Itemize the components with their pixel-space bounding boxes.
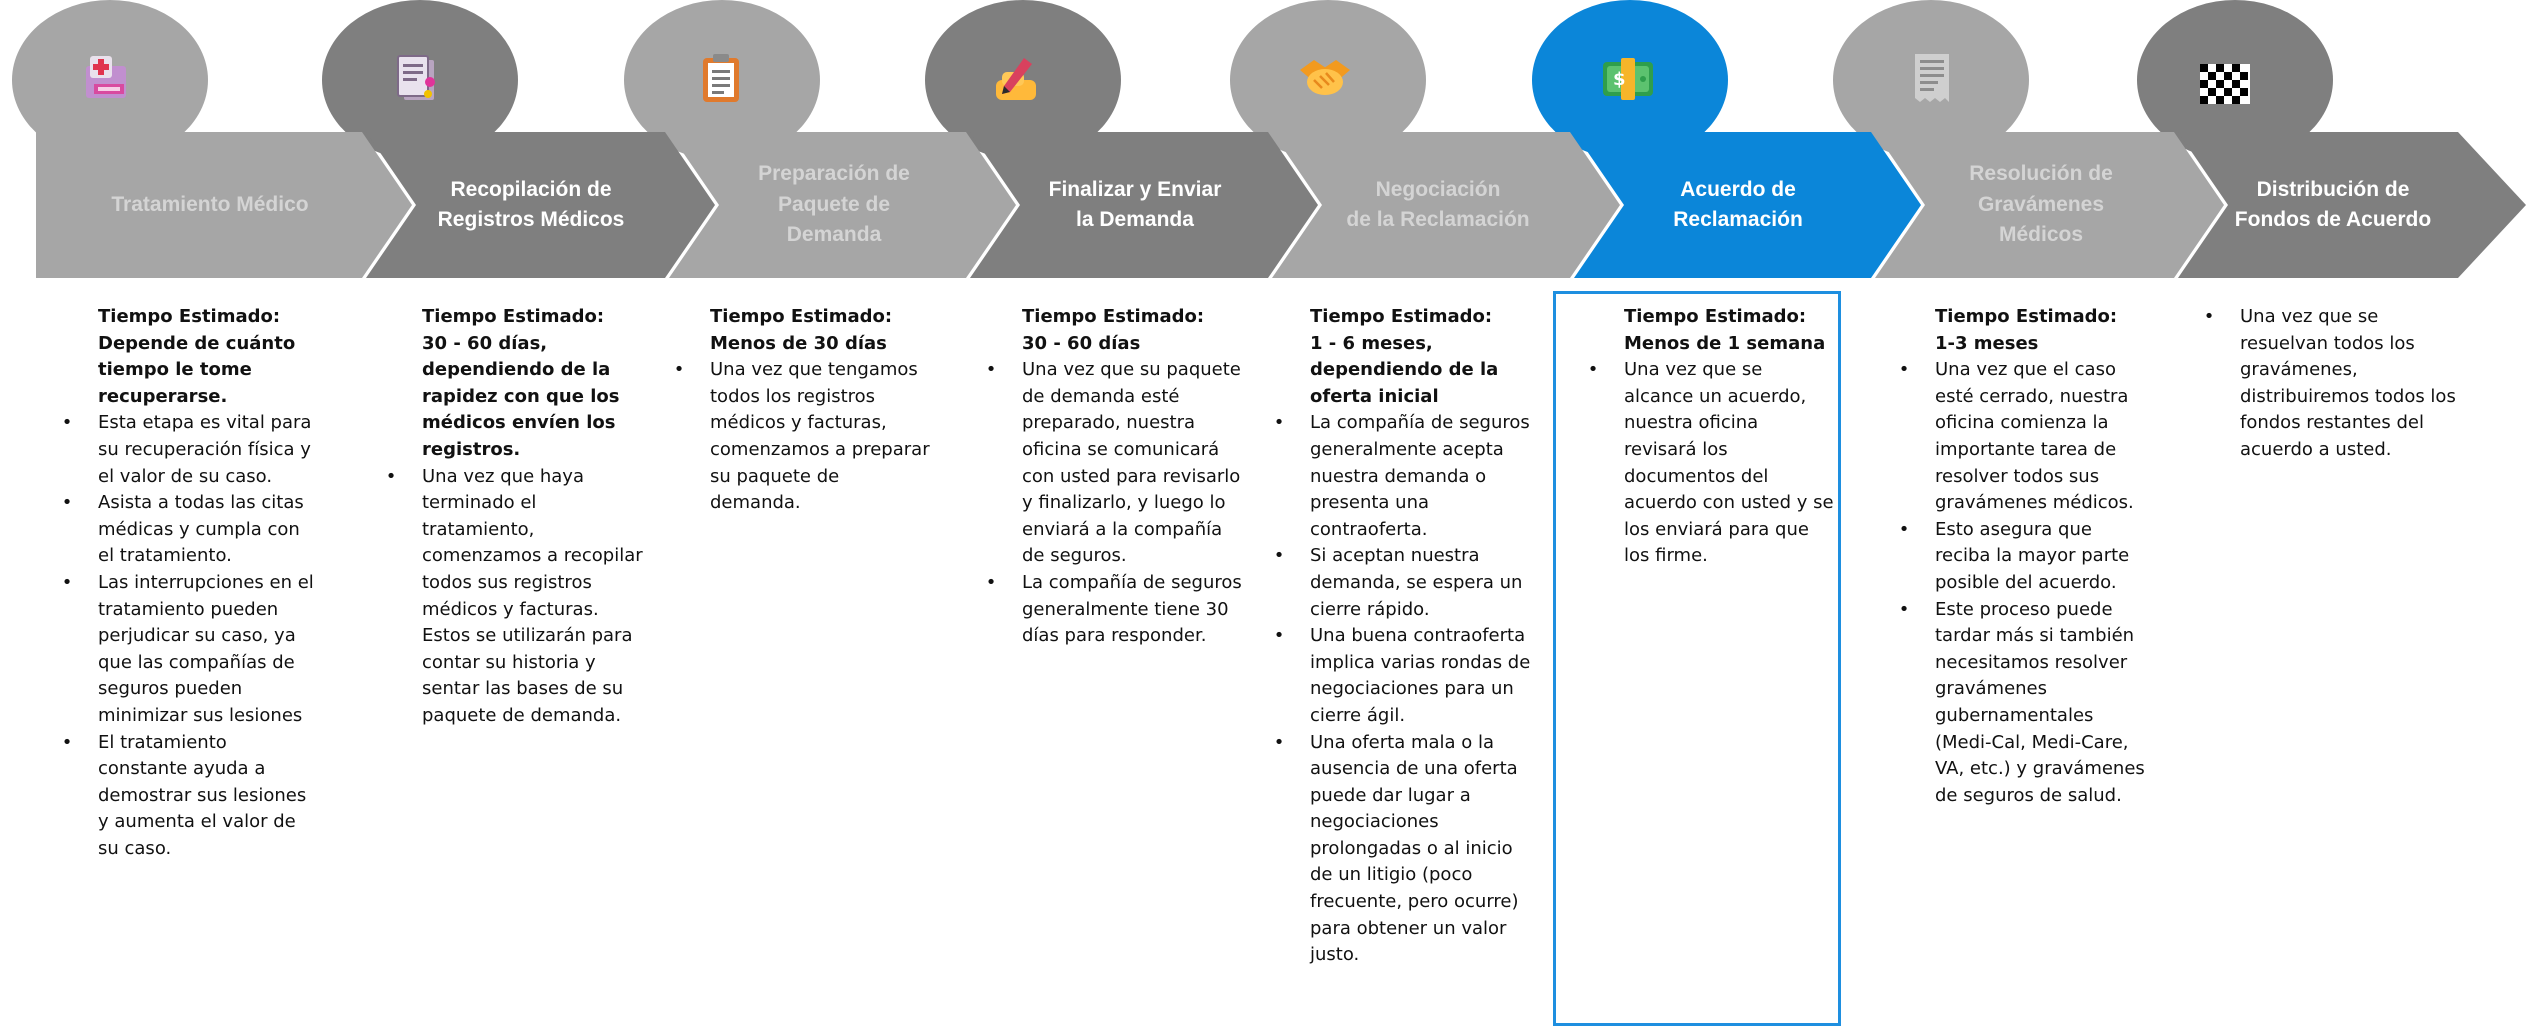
checkered-flag-icon bbox=[2200, 64, 2250, 104]
clipboard-icon bbox=[703, 54, 739, 102]
handshake-icon bbox=[1300, 60, 1350, 95]
list-item: Una vez que se alcance un acuerdo, nuest… bbox=[1583, 357, 1836, 570]
stage-2-title: Recopilación de Registros Médicos bbox=[437, 177, 625, 231]
stage-8-chevron bbox=[2178, 132, 2526, 278]
stage-1-chevron bbox=[36, 132, 412, 278]
stage-1-time-value: Depende de cuánto tiempo le tome recuper… bbox=[98, 332, 296, 407]
current-stage-highlight bbox=[1553, 291, 1841, 1026]
stage-3-bullets: Una vez que tengamos todos los registros… bbox=[669, 357, 932, 517]
stage-6-title: Acuerdo de Reclamación bbox=[1673, 177, 1803, 231]
list-item: Una vez que su paquete de demanda esté p… bbox=[981, 357, 1244, 570]
stage-3-time-value: Menos de 30 días bbox=[710, 332, 887, 354]
list-item: Esto asegura que reciba la mayor parte p… bbox=[1894, 517, 2145, 597]
money-icon: $ bbox=[1603, 58, 1653, 100]
stage-3-time-label: Tiempo Estimado: bbox=[710, 306, 893, 327]
stage-3-chevron bbox=[669, 132, 1016, 278]
stage-1-description: Tiempo Estimado: Depende de cuánto tiemp… bbox=[57, 304, 320, 862]
stage-7-time-value: 1-3 meses bbox=[1935, 332, 2039, 354]
stage-4-description: Tiempo Estimado: 30 - 60 días Una vez qu… bbox=[981, 304, 1244, 650]
list-item: Este proceso puede tardar más si también… bbox=[1894, 597, 2145, 810]
stage-1-bullets: Esta etapa es vital para su recuperación… bbox=[57, 410, 320, 862]
list-item: Una vez que se resuelvan todos los gravá… bbox=[2199, 304, 2458, 464]
stage-2-note: Estos se utilizarán para contar su histo… bbox=[422, 625, 633, 726]
receipt-icon bbox=[1915, 54, 1949, 102]
list-item: La compañía de seguros generalmente tien… bbox=[981, 570, 1244, 650]
list-item: El tratamiento constante ayuda a demostr… bbox=[57, 730, 320, 863]
stage-4-title: Finalizar y Enviar la Demanda bbox=[1048, 177, 1222, 231]
stage-4-time-label: Tiempo Estimado: bbox=[1022, 306, 1205, 327]
list-item: Una vez que el caso esté cerrado, nuestr… bbox=[1894, 357, 2145, 517]
stage-8-title: Distribución de Fondos de Acuerdo bbox=[2234, 177, 2432, 231]
stage-8-bullets: Una vez que se resuelvan todos los gravá… bbox=[2199, 304, 2458, 464]
stage-1-time-label: Tiempo Estimado: bbox=[98, 306, 281, 327]
stage-2-chevron bbox=[366, 132, 715, 278]
stage-5-chevron bbox=[1272, 132, 1620, 278]
stage-5-time-value: 1 - 6 meses, dependiendo de la oferta in… bbox=[1310, 332, 1499, 407]
list-item: Esta etapa es vital para su recuperación… bbox=[57, 410, 320, 490]
stage-2-bullets: Una vez que haya terminado el tratamient… bbox=[381, 464, 644, 624]
stage-7-title: Resolución de Gravámenes Médicos bbox=[1969, 162, 2113, 247]
stage-5-time-label: Tiempo Estimado: bbox=[1310, 306, 1493, 327]
list-item: Una vez que haya terminado el tratamient… bbox=[381, 464, 644, 624]
list-item: La compañía de seguros generalmente acep… bbox=[1269, 410, 1538, 543]
medical-kit-icon bbox=[86, 56, 126, 98]
list-item: Una oferta mala o la ausencia de una ofe… bbox=[1269, 730, 1538, 969]
stage-6-time-value: Menos de 1 semana bbox=[1624, 332, 1826, 354]
list-item: Las interrupciones en el tratamiento pue… bbox=[57, 570, 320, 730]
stage-4-bullets: Una vez que su paquete de demanda esté p… bbox=[981, 357, 1244, 650]
stage-3-title: Preparación de Paquete de Demanda bbox=[758, 162, 910, 247]
stage-7-bullets: Una vez que el caso esté cerrado, nuestr… bbox=[1894, 357, 2145, 809]
stage-5-bullets: La compañía de seguros generalmente acep… bbox=[1269, 410, 1538, 968]
stage-3-description: Tiempo Estimado: Menos de 30 días Una ve… bbox=[669, 304, 932, 517]
stage-6-description: Tiempo Estimado: Menos de 1 semana Una v… bbox=[1583, 304, 1836, 570]
svg-text:$: $ bbox=[1613, 69, 1626, 90]
stage-1-title: Tratamiento Médico bbox=[111, 192, 309, 216]
stage-5-description: Tiempo Estimado: 1 - 6 meses, dependiend… bbox=[1269, 304, 1538, 969]
stage-5-title: Negociación de la Reclamación bbox=[1346, 177, 1530, 231]
list-item: Una vez que tengamos todos los registros… bbox=[669, 357, 932, 517]
stage-2-description: Tiempo Estimado: 30 - 60 días, dependien… bbox=[381, 304, 644, 730]
stage-8-description: Una vez que se resuelvan todos los gravá… bbox=[2199, 304, 2458, 464]
stage-6-chevron bbox=[1574, 132, 1921, 278]
stage-7-time-label: Tiempo Estimado: bbox=[1935, 306, 2118, 327]
stage-4-time-value: 30 - 60 días bbox=[1022, 332, 1141, 354]
list-item: Asista a todas las citas médicas y cumpl… bbox=[57, 490, 320, 570]
documents-icon bbox=[397, 55, 435, 100]
stage-6-bullets: Una vez que se alcance un acuerdo, nuest… bbox=[1583, 357, 1836, 570]
stage-7-chevron bbox=[1875, 132, 2224, 278]
stage-2-time-value: 30 - 60 días, dependiendo de la rapidez … bbox=[422, 332, 620, 460]
list-item: Si aceptan nuestra demanda, se espera un… bbox=[1269, 543, 1538, 623]
stage-2-time-label: Tiempo Estimado: bbox=[422, 306, 605, 327]
stage-4-chevron bbox=[970, 132, 1318, 278]
stage-6-time-label: Tiempo Estimado: bbox=[1624, 306, 1807, 327]
stage-7-description: Tiempo Estimado: 1-3 meses Una vez que e… bbox=[1894, 304, 2145, 809]
writing-hand-icon bbox=[996, 58, 1036, 100]
list-item: Una buena contraoferta implica varias ro… bbox=[1269, 623, 1538, 729]
